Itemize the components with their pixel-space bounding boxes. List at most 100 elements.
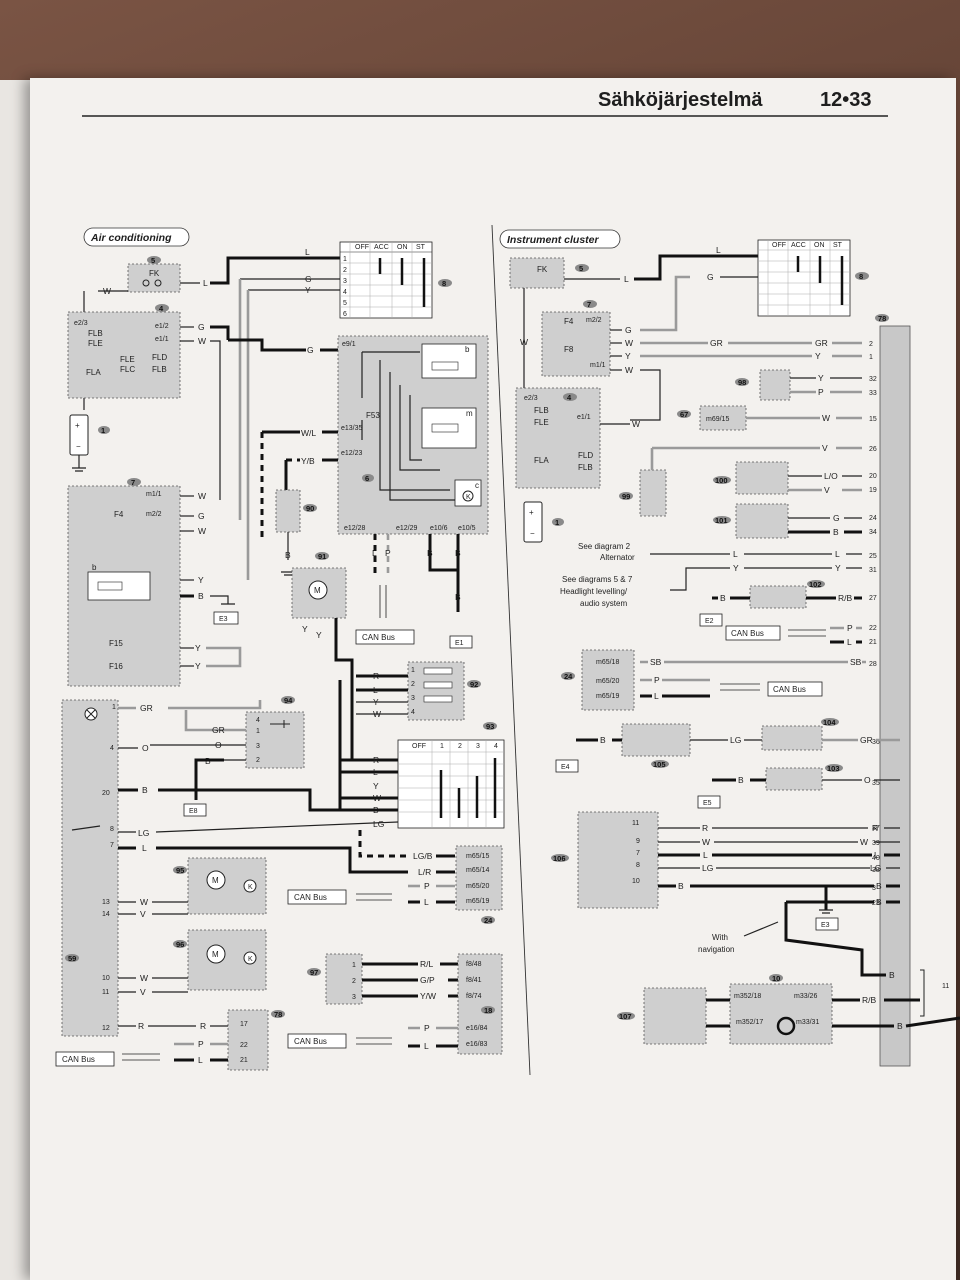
conn78-17: 17	[240, 1021, 248, 1028]
tag-95: 95	[176, 866, 184, 875]
ic-pin-32: 32	[869, 376, 877, 383]
pin59-20: 20	[102, 790, 110, 797]
can-bus-label-2[interactable]: CAN Bus	[294, 893, 327, 902]
pin59-10: 10	[102, 975, 110, 982]
tag-7: 7	[131, 478, 135, 487]
wire-b-5: B	[198, 591, 204, 601]
sw94-pin-1: 1	[256, 728, 260, 735]
relay-e12-29: e12/29	[396, 525, 418, 532]
r-wire-r: R	[702, 823, 708, 833]
r-conn24-m65-18: m65/18	[596, 659, 619, 666]
tag-101: 101	[715, 516, 728, 525]
r-conn24-m65-20: m65/20	[596, 678, 619, 685]
wire-l-9: L	[198, 1055, 203, 1065]
pin97-2: 2	[352, 978, 356, 985]
conn18-f8-41: f8/41	[466, 977, 482, 984]
sw-row-2: 2	[343, 267, 347, 274]
wire-p-4: P	[198, 1039, 204, 1049]
tag-24-right: 24	[564, 672, 573, 681]
wire-b-4: B	[455, 548, 461, 558]
relay-c: c	[475, 481, 479, 490]
conn24-m65-20: m65/20	[466, 883, 489, 890]
conn78-22: 22	[240, 1042, 248, 1049]
sw-row-6: 6	[343, 311, 347, 318]
note-alternator-2: Alternator	[600, 553, 635, 562]
wire-v: V	[140, 909, 146, 919]
r-fuse-fle: FLE	[534, 418, 549, 427]
r-can-bus-label-2[interactable]: CAN Bus	[773, 685, 806, 694]
relay-e13-35: e13/35	[341, 425, 363, 432]
ic-pin-20: 20	[869, 473, 877, 480]
tag-106: 106	[553, 854, 566, 863]
page-number: 12•33	[820, 89, 872, 111]
r-wire-b-4: B	[738, 775, 744, 785]
wire-b-8: B	[142, 785, 148, 795]
sw-row-1: 1	[343, 256, 347, 263]
ic-pin-31: 31	[869, 567, 877, 574]
relay-e10-6: e10/6	[430, 525, 448, 532]
wire-b-3: B	[455, 592, 461, 602]
wire-y-5: Y	[302, 624, 308, 634]
relay-e10-5: e10/5	[458, 525, 476, 532]
r-can-bus-label-1[interactable]: CAN Bus	[731, 629, 764, 638]
r-wire-sb-2: SB	[850, 657, 862, 667]
pin59-14: 14	[102, 911, 110, 918]
bsw-hdr-1: 1	[440, 743, 444, 750]
note-alternator-1: See diagram 2	[578, 542, 631, 551]
tag-94: 94	[284, 696, 293, 705]
ic-pin-35: 35	[872, 780, 880, 787]
fuse-e1-2: e1/2	[155, 323, 169, 330]
wire-wl: W/L	[301, 428, 316, 438]
bsw-hdr-off: OFF	[412, 743, 426, 750]
can-bus-label-1[interactable]: CAN Bus	[362, 633, 395, 642]
conn78-21: 21	[240, 1057, 248, 1064]
p106-9: 9	[636, 838, 640, 845]
wire-l-7: L	[424, 897, 429, 907]
tag-100: 100	[715, 476, 728, 485]
r-fuse-f4: F4	[564, 317, 574, 326]
conn18-f8-74: f8/74	[466, 993, 482, 1000]
pin59-8: 8	[110, 826, 114, 833]
res-pin-1: 1	[411, 667, 415, 674]
r-sw-hdr-st: ST	[833, 242, 843, 249]
tag-107: 107	[619, 1012, 632, 1021]
can-bus-label-4[interactable]: CAN Bus	[62, 1055, 95, 1064]
ic-pin-21: 21	[869, 639, 877, 646]
page-header: Sähköjärjestelmä	[598, 89, 763, 111]
p106-7: 7	[636, 850, 640, 857]
wire-p-2: P	[424, 881, 430, 891]
tag-67: 67	[680, 410, 688, 419]
bsw-hdr-3: 3	[476, 743, 480, 750]
ic-pin-19: 19	[869, 487, 877, 494]
pin59-4: 4	[110, 745, 114, 752]
tag-5: 5	[151, 256, 155, 265]
wire-r-3: R	[138, 1021, 144, 1031]
svg-text:−: −	[76, 442, 81, 451]
blower-motor-m: M	[314, 586, 321, 595]
ic-pin-15: 15	[869, 416, 877, 423]
r-wire-w-4: W	[822, 413, 830, 423]
conn10-m352-17: m352/17	[736, 1019, 763, 1026]
motor-95-k: K	[248, 884, 253, 891]
r-wire-rb: R/B	[838, 593, 853, 603]
r-wire-g: G	[707, 272, 714, 282]
note-hl-1: See diagrams 5 & 7	[562, 575, 633, 584]
note-hl-2: Headlight levelling/	[560, 587, 628, 596]
r-wire-w-7: W	[860, 837, 868, 847]
fuse-fld: FLD	[152, 353, 167, 362]
motor-96-k: K	[248, 956, 253, 963]
conn10-m33-31: m33/31	[796, 1019, 819, 1026]
relay-m: m	[466, 409, 473, 418]
can-bus-label-3[interactable]: CAN Bus	[294, 1037, 327, 1046]
wire-l-3: L	[372, 548, 377, 558]
wire-l-6: L	[142, 843, 147, 853]
wire-y-3: Y	[195, 643, 201, 653]
svg-text:−: −	[530, 529, 535, 538]
tag-96: 96	[176, 940, 184, 949]
r-wire-l-5: L	[847, 637, 852, 647]
ic-pin-1: 1	[869, 354, 873, 361]
motor-96-m: M	[212, 950, 219, 959]
tag-18: 18	[484, 1006, 492, 1015]
instrument-cluster-title: Instrument cluster	[507, 234, 600, 246]
fuse-f15: F15	[109, 639, 123, 648]
